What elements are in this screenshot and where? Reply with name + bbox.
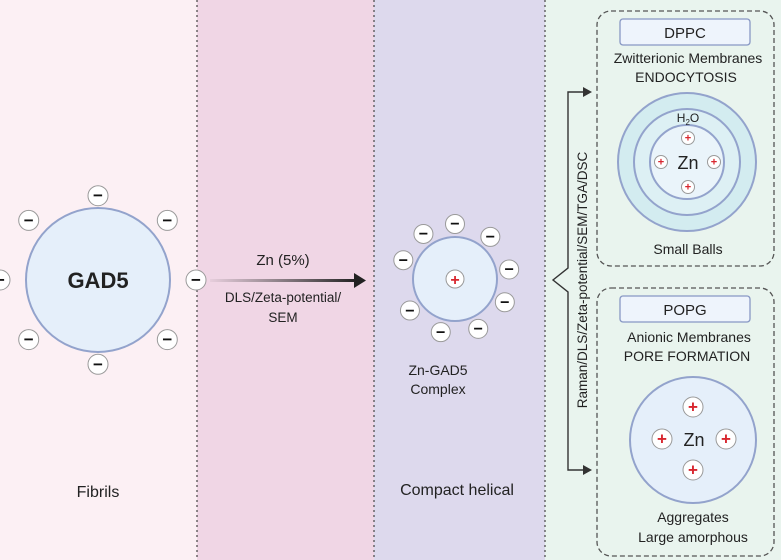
dppc-membrane-type: Zwitterionic Membranes [614, 50, 763, 66]
plus-icon-bubble [654, 155, 668, 169]
minus-icon-bubble [393, 250, 414, 271]
characterization-vertical-label: Raman/DLS/Zeta-potential/SEM/TGA/DSC [575, 151, 590, 408]
h2o-label: H2O [677, 111, 699, 127]
minus-icon-bubble [468, 318, 489, 339]
popg-title: POPG [663, 302, 706, 319]
branch-bracket [551, 91, 584, 471]
gad5-label: GAD5 [67, 268, 128, 293]
minus-icon-bubble [156, 209, 178, 231]
dppc-result-label: Small Balls [653, 241, 722, 257]
bracket-arrow-bottom [583, 465, 592, 475]
complex-label-line1: Zn-GAD5 [408, 362, 467, 378]
compact-helical-label: Compact helical [400, 482, 514, 499]
minus-icon: − [93, 186, 103, 205]
minus-icon-bubble [156, 329, 178, 351]
reaction-arrow-head [354, 273, 366, 288]
minus-icon: − [24, 330, 34, 349]
technique-label-line2: SEM [268, 310, 297, 325]
minus-icon-bubble [87, 185, 109, 207]
dppc-positive-charges: + + + + [654, 131, 721, 194]
minus-icon: − [405, 302, 414, 320]
plus-icon-bubble [707, 155, 721, 169]
minus-icon-bubble [399, 300, 420, 321]
plus-icon-bubble [681, 131, 695, 145]
dppc-mechanism: ENDOCYTOSIS [635, 69, 737, 85]
complex-negative-charges: −−−−−−−−− [393, 214, 520, 343]
minus-icon: − [0, 271, 5, 290]
popg-aggregate-circle [629, 376, 757, 504]
dppc-box [596, 10, 775, 267]
minus-icon: − [162, 330, 172, 349]
popg-zn-label: Zn [683, 430, 704, 450]
minus-icon: − [504, 261, 513, 279]
minus-icon: − [162, 211, 172, 230]
zn-percent-label: Zn (5%) [256, 252, 309, 269]
technique-label-line1: DLS/Zeta-potential/ [225, 290, 342, 305]
minus-icon: − [399, 251, 408, 269]
minus-icon-bubble [18, 209, 40, 231]
minus-icon-bubble [499, 259, 520, 280]
plus-icon: + [657, 430, 667, 449]
minus-icon-bubble [18, 329, 40, 351]
complex-plus-bubble [445, 269, 465, 289]
dppc-title: DPPC [664, 25, 706, 42]
plus-icon: + [685, 182, 691, 194]
minus-icon: − [191, 271, 201, 290]
gad5-negative-charges: − − − − − − − − [0, 185, 207, 375]
reaction-arrow-shaft [210, 279, 356, 282]
minus-icon: − [93, 355, 103, 374]
popg-result-line2: Large amorphous [638, 529, 748, 545]
minus-icon: − [474, 320, 483, 338]
dppc-zn-label: Zn [677, 153, 698, 173]
popg-box [596, 287, 775, 557]
plus-icon-bubble [681, 180, 695, 194]
minus-icon-bubble [413, 223, 434, 244]
minus-icon: − [486, 228, 495, 246]
minus-icon: − [500, 293, 509, 311]
fibrils-label: Fibrils [77, 484, 120, 501]
plus-icon-bubble [682, 459, 704, 481]
plus-icon: + [721, 430, 731, 449]
popg-title-box [619, 295, 751, 323]
complex-plus-icon: + [450, 272, 459, 289]
minus-icon-bubble [430, 322, 451, 343]
plus-icon-bubble [682, 396, 704, 418]
minus-icon: − [24, 211, 34, 230]
minus-icon-bubble [494, 292, 515, 313]
complex-label-line2: Complex [410, 381, 465, 397]
minus-icon-bubble [480, 226, 501, 247]
dppc-title-box [619, 18, 751, 46]
popg-positive-charges: + + + + [651, 396, 737, 481]
bracket-arrow-top [583, 87, 592, 97]
plus-icon: + [685, 133, 691, 145]
plus-icon: + [688, 461, 698, 480]
minus-icon: − [450, 215, 459, 233]
plus-icon: + [658, 157, 664, 169]
minus-icon: − [436, 323, 445, 341]
popg-mechanism: PORE FORMATION [624, 348, 751, 364]
popg-membrane-type: Anionic Membranes [627, 329, 751, 345]
dppc-inner-ring [649, 124, 725, 200]
plus-icon-bubble [651, 428, 673, 450]
minus-icon-bubble [0, 269, 11, 291]
plus-icon: + [711, 157, 717, 169]
plus-icon-bubble [715, 428, 737, 450]
popg-result-line1: Aggregates [657, 509, 729, 525]
minus-icon-bubble [445, 214, 465, 234]
minus-icon-bubble [185, 269, 207, 291]
gad5-circle [25, 207, 171, 353]
minus-icon: − [419, 225, 428, 243]
plus-icon: + [688, 398, 698, 417]
minus-icon-bubble [87, 353, 109, 375]
